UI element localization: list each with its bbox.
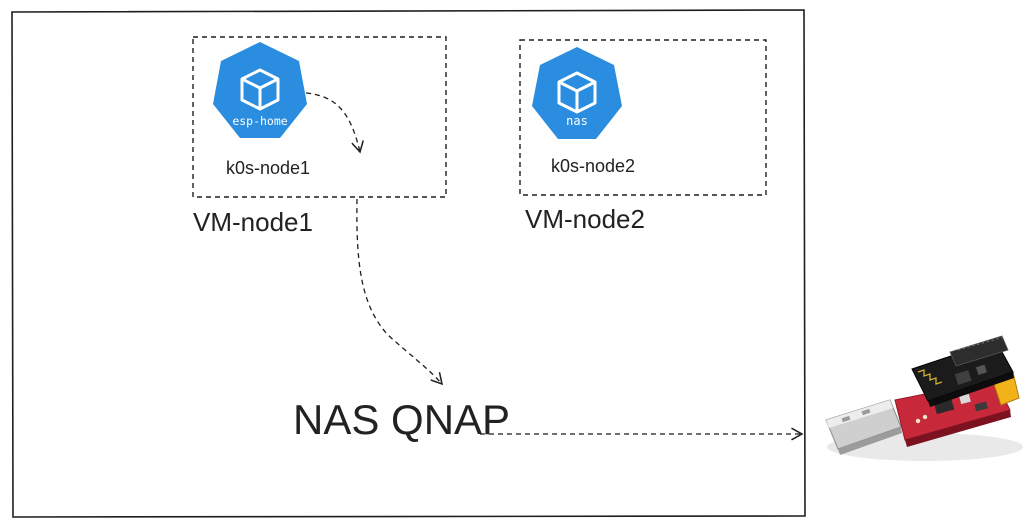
pod-internal-arrow	[305, 92, 364, 154]
k0s-node1-label: k0s-node1	[226, 158, 310, 178]
outer-frame	[11, 9, 806, 518]
vm-to-nas-arrow	[356, 198, 444, 386]
pod-label-nas: nas	[566, 114, 588, 128]
vm-node2-box	[519, 39, 767, 196]
kubernetes-pod-icon: esp-home	[213, 42, 307, 138]
nas-qnap-label: NAS QNAP	[293, 396, 510, 443]
pod-label-esp-home: esp-home	[232, 114, 287, 128]
vm-node1-label: VM-node1	[193, 207, 313, 237]
kubernetes-pod-icon: nas	[532, 47, 622, 139]
esp8266-usb-adapter-icon	[825, 335, 1023, 461]
k0s-node2-label: k0s-node2	[551, 156, 635, 176]
vm-node1-box	[192, 36, 447, 198]
vm-node2-label: VM-node2	[525, 204, 645, 234]
